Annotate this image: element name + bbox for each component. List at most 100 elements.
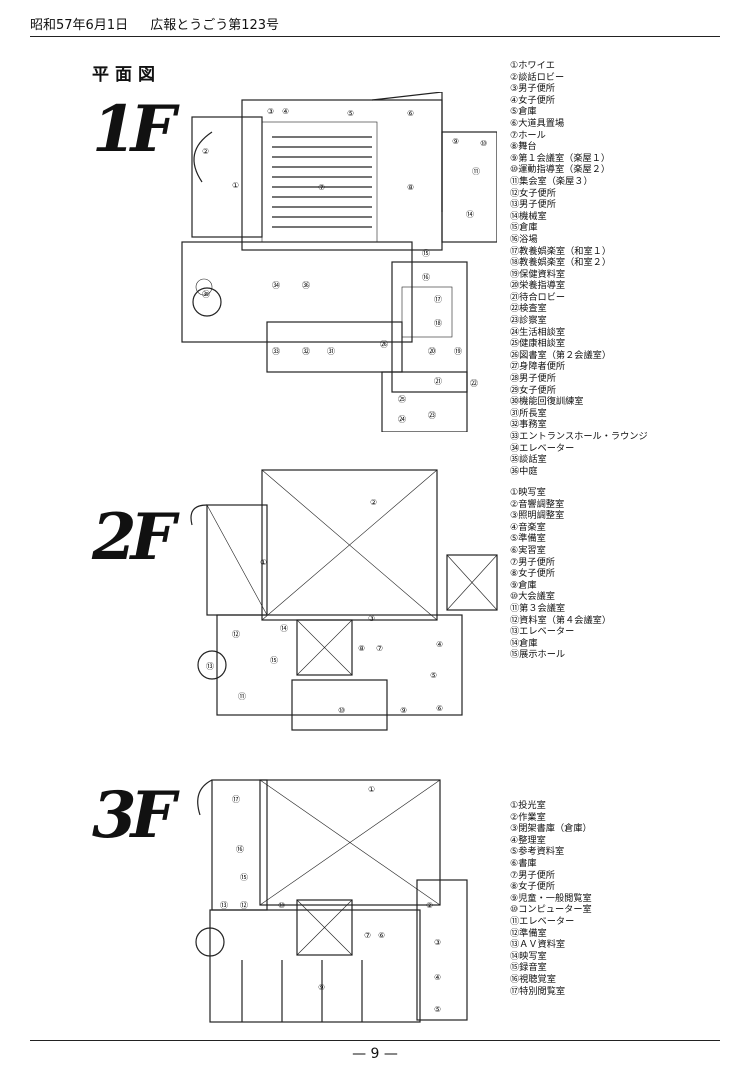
- plan-mark-1f: ④: [282, 107, 289, 116]
- plan-mark-2f: ⑨: [400, 706, 407, 715]
- legend-item: ⑲保健資料室: [510, 268, 566, 280]
- legend-item: ⑫準備室: [510, 927, 547, 939]
- legend-item: ㉔生活相談室: [510, 326, 566, 338]
- legend-item: ㉝エントランスホール・ラウンジ: [510, 431, 648, 442]
- legend-item: ⑦男子便所: [510, 556, 555, 568]
- plan-mark-2f: ②: [370, 498, 377, 507]
- legend-item: ⑪第３会議室: [510, 602, 566, 614]
- legend-item: ⑪エレベーター: [510, 915, 575, 927]
- plan-mark-1f: ㊱: [302, 281, 310, 290]
- plan-mark-1f: ⑲: [454, 347, 462, 356]
- legend-item: ㉒検査室: [510, 303, 547, 315]
- plan-mark-3f: ⑩: [278, 901, 285, 910]
- plan-mark-2f: ③: [368, 614, 375, 623]
- legend-item: ⑬男子便所: [510, 199, 556, 211]
- plan-mark-1f: ⑱: [434, 319, 442, 328]
- plan-mark-3f: ⑰: [232, 795, 240, 804]
- legend-item: ⑥実習室: [510, 544, 546, 556]
- legend-item: ⑫資料室（第４会議室）: [510, 614, 612, 626]
- legend-item: ④音楽室: [510, 521, 546, 533]
- plan-mark-2f: ⑧: [358, 644, 365, 653]
- legend-item: ⑮録音室: [510, 962, 547, 974]
- plan-mark-1f: ㉞: [272, 281, 280, 290]
- legend-item: ⑨倉庫: [510, 579, 537, 591]
- plan-mark-1f: ㉕: [398, 395, 406, 404]
- floor-label-2f: 2F: [92, 500, 176, 575]
- plan-mark-1f: ⑧: [407, 183, 414, 192]
- plan-mark-2f: ①: [260, 558, 267, 567]
- plan-mark-1f: ⑦: [318, 183, 325, 192]
- plan-mark-1f: ㉓: [428, 411, 436, 420]
- legend-item: ③男子便所: [510, 83, 555, 95]
- legend-item: ①映写室: [510, 487, 546, 498]
- plan-mark-3f: ②: [426, 901, 433, 910]
- legend-item: ④女子便所: [510, 94, 555, 106]
- legend-item: ⑮倉庫: [510, 222, 538, 234]
- legend-item: ⑩コンピューター室: [510, 904, 592, 916]
- legend-item: ⑧女子便所: [510, 568, 555, 580]
- plan-mark-1f: ②: [202, 147, 209, 156]
- legend-item: ⑫女子便所: [510, 187, 556, 199]
- plan-mark-1f: ㉝: [272, 347, 280, 356]
- legend-item: ⑱教養娯楽室（和室２）: [510, 257, 612, 269]
- legend-item: ㉓診察室: [510, 315, 547, 327]
- legend-item: ⑧舞台: [510, 141, 537, 153]
- plan-mark-3f: ③: [434, 938, 441, 947]
- plan-mark-1f: ⑨: [452, 137, 459, 146]
- plan-mark-1f: ㉜: [302, 347, 310, 356]
- plan-mark-2f: ⑤: [430, 671, 437, 680]
- legend-item: ⑨第１会議室（楽屋１）: [510, 152, 611, 164]
- plan-mark-1f: ⑮: [422, 249, 430, 258]
- plan-mark-1f: ⑯: [422, 273, 430, 282]
- legend-item: ⑰特別閲覧室: [510, 985, 566, 997]
- floor-plan-1f: ① ② ③ ④ ⑤ ⑥ ⑦ ⑧ ⑨ ⑩ ⑪ ⑭ ⑮ ⑯ ⑰ ⑱ ⑲ ⑳ ㉑ ㉒ …: [181, 92, 497, 432]
- legend-item: ⑤倉庫: [510, 106, 537, 118]
- legend-item: ㉗身障者便所: [510, 361, 566, 373]
- plan-mark-3f: ⑮: [240, 873, 248, 882]
- plan-mark-2f: ④: [436, 640, 443, 649]
- floor-plan-3f: ① ② ③ ④ ⑤ ⑥ ⑦ ⑨ ⑩ ⑫ ⑬ ⑮ ⑯ ⑰: [195, 779, 468, 1023]
- legend-item: ⑦ホール: [510, 129, 546, 141]
- legend-item: ⑪集会室（楽屋３）: [510, 175, 593, 187]
- floor-label-3f: 3F: [92, 778, 176, 853]
- legend-item: ⑰教養娯楽室（和室１）: [510, 245, 612, 257]
- plan-mark-1f: ①: [232, 181, 239, 190]
- legend-item: ②談話ロビー: [510, 71, 565, 83]
- plan-mark-1f: ㉟: [202, 290, 210, 299]
- plan-mark-2f: ⑭: [280, 624, 288, 633]
- room-legend-3f: ①投光室 ②作業室 ③閉架書庫（倉庫） ④整理室 ⑤参考資料室 ⑥書庫 ⑦男子便…: [510, 800, 592, 997]
- legend-item: ⑧女子便所: [510, 881, 555, 893]
- legend-item: ⑬ＡＶ資料室: [510, 939, 566, 951]
- plan-mark-3f: ⑨: [318, 983, 325, 992]
- room-legend-2f: ①映写室 ②音響調整室 ③照明調整室 ④音楽室 ⑤準備室 ⑥実習室 ⑦男子便所 …: [510, 487, 611, 661]
- plan-mark-1f: ⑩: [480, 139, 487, 148]
- legend-item: ⑳栄養指導室: [510, 280, 566, 292]
- plan-mark-1f: ⑪: [472, 167, 480, 176]
- legend-item: ③照明調整室: [510, 510, 565, 522]
- plan-mark-1f: ⑤: [347, 109, 354, 118]
- legend-item: ㉖図書室（第２会議室）: [510, 349, 612, 361]
- legend-item: ⑯浴場: [510, 233, 538, 245]
- legend-item: ⑤参考資料室: [510, 846, 565, 858]
- plan-mark-1f: ㉛: [327, 347, 335, 356]
- legend-item: ㉘男子便所: [510, 373, 556, 385]
- legend-item: ③閉架書庫（倉庫）: [510, 823, 592, 835]
- legend-item: ㉟談話室: [510, 454, 547, 466]
- plan-mark-2f: ⑫: [232, 630, 240, 639]
- plan-mark-1f: ③: [267, 107, 274, 116]
- floor-plan-2f: ① ② ③ ④ ⑤ ⑥ ⑦ ⑧ ⑨ ⑩ ⑪ ⑫ ⑬ ⑭ ⑮: [190, 469, 498, 731]
- plan-mark-1f: ⑥: [407, 109, 414, 118]
- legend-item: ⑩大会議室: [510, 591, 555, 603]
- legend-item: ⑭機械室: [510, 210, 547, 222]
- plan-mark-2f: ⑦: [376, 644, 383, 653]
- plan-mark-3f: ⑯: [236, 845, 244, 854]
- plan-mark-3f: ⑤: [434, 1005, 441, 1014]
- legend-item: ㉛所長室: [510, 407, 547, 419]
- plan-mark-1f: ㉒: [470, 379, 478, 388]
- header-date: 昭和57年6月1日: [30, 18, 129, 33]
- legend-item: ⑤準備室: [510, 533, 546, 545]
- plan-mark-2f: ⑪: [238, 692, 246, 701]
- header-publication: 広報とうごう第123号: [150, 18, 280, 33]
- legend-item: ㉑待合ロビー: [510, 291, 566, 303]
- plan-mark-3f: ④: [434, 973, 441, 982]
